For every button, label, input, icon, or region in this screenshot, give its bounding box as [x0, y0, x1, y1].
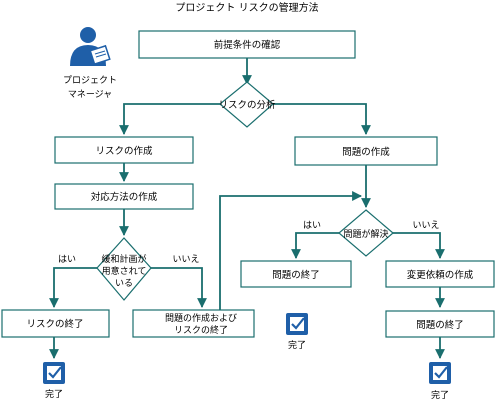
actor-label-line2: マネージャ [68, 89, 112, 100]
node-confirm-prerequisites: 前提条件の確認 [138, 30, 356, 59]
edge-decision-no-to-issue-close-risk [151, 267, 207, 308]
done-label-issue: 完了 [288, 339, 306, 351]
checkbox-done-icon [429, 362, 451, 384]
node-create-mitigation-label: 対応方法の作成 [91, 191, 158, 203]
node-mitigation-decision-label-2: 用意されて [102, 265, 147, 277]
node-risk-analysis-label: リスクの分析 [218, 99, 276, 111]
node-create-mitigation: 対応方法の作成 [54, 183, 194, 210]
checkbox-done-icon [286, 313, 308, 335]
node-close-risk-label: リスクの終了 [26, 318, 83, 330]
node-confirm-prerequisites-label: 前提条件の確認 [214, 39, 281, 51]
edge-decision-yes-to-close-risk [49, 267, 97, 308]
node-create-issue-close-risk-label-1: 問題の作成および [165, 312, 237, 324]
actor-label-line1: プロジェクト [63, 75, 117, 86]
checkbox-done-icon [43, 362, 65, 384]
node-issue-resolved-label: 問題が解決 [343, 228, 388, 240]
node-close-issue-label: 問題の終了 [272, 269, 320, 281]
edge-issue-close-risk-to-issue-resolved [219, 191, 362, 314]
node-create-risk: リスクの作成 [54, 136, 194, 164]
edge-label-yes-left: はい [58, 254, 76, 265]
done-label-risk: 完了 [45, 388, 63, 400]
node-close-issue-2-label: 問題の終了 [416, 319, 464, 331]
node-mitigation-decision-label-3: いる [115, 278, 133, 289]
diagram-title: プロジェクト リスクの管理方法 [175, 1, 318, 14]
edge-label-no-right: いいえ [412, 220, 439, 231]
edge-analysis-to-create-issue [273, 103, 371, 135]
node-create-issue-close-risk-label-2: リスクの終了 [174, 324, 228, 336]
node-create-issue-label: 問題の作成 [342, 146, 390, 158]
edge-resolved-yes-to-close-issue [291, 232, 339, 259]
edge-resolved-no-to-change-request [393, 232, 445, 259]
node-close-issue: 問題の終了 [240, 260, 352, 288]
node-create-issue: 問題の作成 [294, 136, 438, 166]
project-manager-icon [70, 27, 111, 66]
edge-label-no-left: いいえ [172, 254, 199, 265]
node-close-risk: リスクの終了 [1, 309, 110, 338]
node-create-risk-label: リスクの作成 [95, 145, 153, 157]
node-mitigation-decision-label-1: 緩和計画が [101, 253, 146, 265]
node-create-issue-close-risk: 問題の作成および リスクの終了 [132, 309, 255, 338]
edge-analysis-to-create-risk [119, 103, 220, 135]
node-create-change-request-label: 変更依頼の作成 [407, 269, 474, 281]
node-risk-analysis-decision: リスクの分析 [218, 81, 276, 128]
node-mitigation-decision: 緩和計画が 用意されて いる [96, 237, 152, 301]
node-close-issue-2: 問題の終了 [385, 310, 495, 338]
node-create-change-request: 変更依頼の作成 [385, 260, 495, 288]
node-issue-resolved-decision: 問題が解決 [338, 209, 394, 257]
done-label-change: 完了 [431, 389, 449, 401]
edge-label-yes-right: はい [303, 220, 321, 231]
